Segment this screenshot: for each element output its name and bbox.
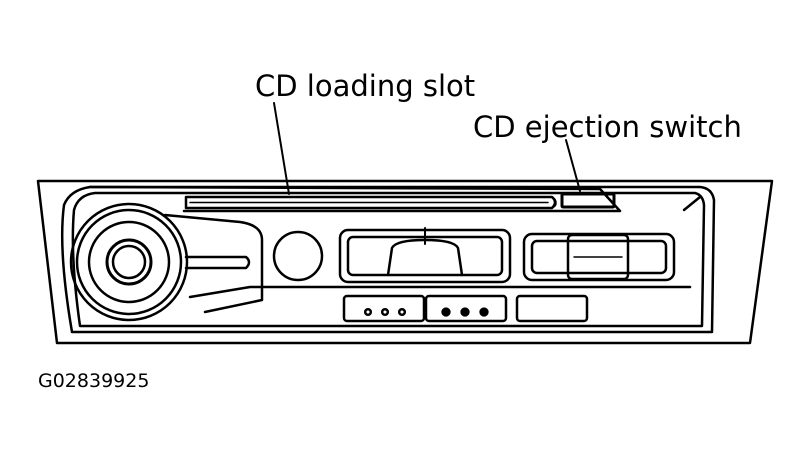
cd-ejection-switch — [560, 192, 616, 209]
cd-ejection-switch-label: CD ejection switch — [473, 110, 742, 144]
outer-bezel — [36, 179, 774, 345]
volume-knob — [69, 202, 189, 322]
knob-lever — [184, 255, 251, 270]
round-button — [272, 230, 324, 282]
figure-code: G02839925 — [38, 370, 150, 392]
cd-loading-slot-label: CD loading slot — [255, 69, 476, 103]
preset-button-middle — [424, 294, 508, 323]
leader-cd-ejection-switch — [565, 139, 581, 192]
cd-loading-slot — [184, 195, 557, 210]
knob-surround — [163, 213, 264, 314]
inner-faceplate — [60, 185, 716, 334]
lower-panel-line — [188, 285, 692, 299]
center-button — [338, 227, 512, 284]
right-trim — [682, 195, 702, 212]
preset-button-left — [342, 294, 426, 323]
top-strip — [88, 185, 622, 213]
right-rocker-button — [522, 232, 676, 282]
preset-button-right — [515, 294, 589, 323]
leader-cd-loading-slot — [273, 102, 290, 195]
